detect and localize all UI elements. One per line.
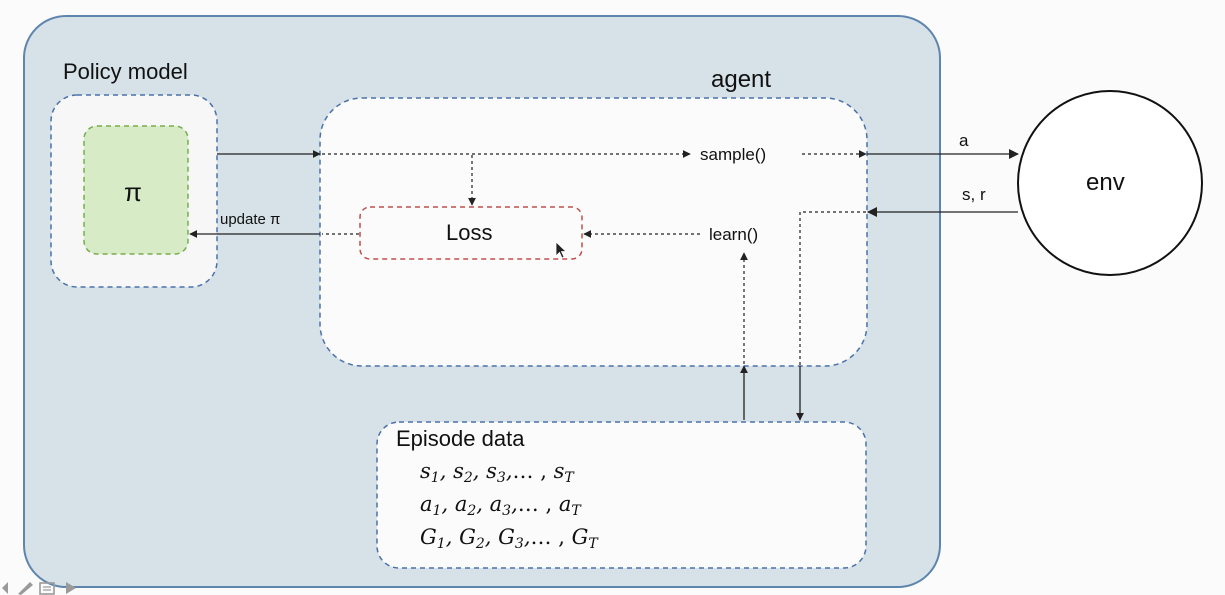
state-1: s1 bbox=[420, 459, 440, 486]
next-slide-icon[interactable] bbox=[66, 582, 76, 594]
return-3: G3 bbox=[498, 525, 524, 552]
episode-data-title: Episode data bbox=[396, 426, 525, 451]
pi-box bbox=[83, 125, 189, 255]
states-row: s1, s2, s3,… , sT bbox=[420, 459, 574, 486]
prev-slide-icon[interactable] bbox=[2, 582, 8, 594]
slides-icon[interactable] bbox=[39, 582, 55, 595]
update-pi-label: update π bbox=[220, 211, 281, 228]
sample-label: sample() bbox=[700, 145, 767, 164]
learn-label: learn() bbox=[709, 225, 759, 244]
return-2: G2 bbox=[459, 525, 485, 552]
return-1: G1 bbox=[420, 525, 446, 552]
actions-row: a1, a2, a3,… , aT bbox=[420, 492, 581, 519]
loss-box bbox=[359, 206, 583, 260]
slide-controls bbox=[2, 582, 76, 595]
policy-model-title: Policy model bbox=[63, 59, 188, 84]
env-circle bbox=[1017, 90, 1203, 276]
return-T: GT bbox=[571, 525, 598, 552]
cursor-icon bbox=[555, 241, 568, 259]
action-1: a1 bbox=[420, 492, 442, 519]
agent-box bbox=[319, 97, 868, 367]
path-sr-to-episode-dotted bbox=[799, 211, 866, 365]
env-label: env bbox=[1086, 169, 1125, 196]
action-label: a bbox=[959, 131, 969, 150]
state-T: sT bbox=[553, 459, 574, 486]
state-2: s2 bbox=[453, 459, 473, 486]
action-T: aT bbox=[558, 492, 581, 519]
pen-icon[interactable] bbox=[18, 582, 33, 595]
returns-row: G1, G2, G3,… , GT bbox=[420, 525, 598, 552]
action-3: a3 bbox=[489, 492, 512, 519]
state-3: s3 bbox=[486, 459, 506, 486]
loss-label: Loss bbox=[446, 220, 493, 245]
agent-title: agent bbox=[711, 66, 772, 93]
state-reward-label: s, r bbox=[962, 185, 986, 204]
pi-label: π bbox=[124, 177, 142, 207]
action-2: a2 bbox=[454, 492, 477, 519]
episode-data-box bbox=[376, 421, 867, 569]
